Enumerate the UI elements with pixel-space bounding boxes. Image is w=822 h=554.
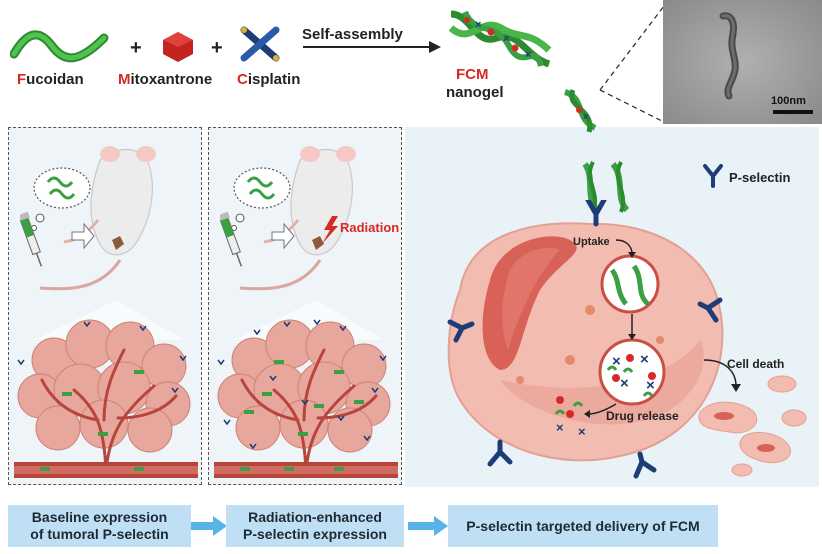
baseline-box-line2: of tumoral P-selectin [30,526,169,542]
cisplatin-label: Cisplatin [237,71,300,88]
tumor-cell: × × × × × × [447,200,724,479]
cell-death-arrow [703,359,741,392]
fcm-title: FCM [456,66,489,83]
tem-image-graphic [663,0,822,124]
svg-text:×: × [612,353,621,370]
drug-release-label: Drug release [606,409,679,423]
radiation-bolt-icon [322,216,338,244]
uptake-label: Uptake [573,236,610,248]
svg-text:×: × [525,49,531,61]
cisplatin-rest: isplatin [247,71,301,88]
tem-micrograph: 100nm [663,0,822,124]
radiation-label: Radiation [340,220,400,235]
targeted-delivery-box: P-selectin targeted delivery of FCM [448,505,718,547]
fucoidan-icon [10,30,109,63]
cell-death-label: Cell death [727,357,785,371]
p-selectin-icon [703,164,723,188]
cisplatin-icon [240,26,280,62]
svg-text:×: × [646,377,655,394]
fucoidan-rest: ucoidan [26,71,84,88]
radiation-box-line1: Radiation-enhanced [248,509,382,525]
fcm-nanogel-icon: × × × [448,10,552,68]
mitoxantrone-initial: M [118,71,131,88]
mouse-baseline [20,146,156,291]
zoom-guide-lines [599,5,665,123]
p-selectin-legend-label: P-selectin [729,170,791,185]
bottom-arrow-1 [191,516,227,536]
mouse-radiation [220,146,356,291]
nanogel-approach: × [563,88,630,213]
dead-cell-fragments [698,375,807,477]
radiation-box: Radiation-enhanced P-selectin expression [226,505,404,547]
svg-text:×: × [583,112,589,123]
mitoxantrone-icon [163,32,193,62]
svg-text:×: × [620,375,629,392]
plus-sign-1: + [130,37,142,59]
self-assembly-label: Self-assembly [302,26,403,43]
fucoidan-initial: F [17,71,27,88]
nanogel-cloud [31,167,91,231]
fcm-subtitle: nanogel [446,84,504,101]
bottom-arrow-2 [408,516,448,536]
radiation-box-line2: P-selectin expression [243,526,387,542]
fucoidan-label: Fucoidan [17,71,84,88]
tumor-baseline [14,300,198,478]
self-assembly-arrow [303,41,441,53]
nanogel-cloud-2 [231,167,291,231]
mitoxantrone-label: Mitoxantrone [118,71,212,88]
svg-text:×: × [578,424,586,439]
tem-scale-label: 100nm [771,95,806,107]
tumor-radiation [214,300,398,478]
baseline-box-line1: Baseline expression [31,509,168,525]
plus-sign-2: + [211,37,223,59]
svg-text:×: × [556,420,564,435]
cisplatin-initial: C [237,71,248,88]
baseline-box: Baseline expression of tumoral P-selecti… [8,505,191,547]
mitoxantrone-rest: itoxantrone [130,71,213,88]
svg-text:×: × [503,33,509,45]
svg-text:×: × [640,351,649,368]
svg-text:×: × [475,19,481,31]
